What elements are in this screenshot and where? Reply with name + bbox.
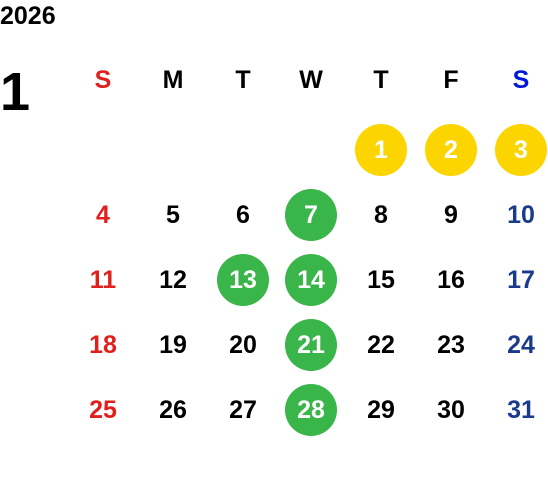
calendar-day-13[interactable]: 13: [217, 254, 269, 306]
calendar-day-17[interactable]: 17: [507, 266, 535, 294]
weekday-header-wed: W: [299, 66, 323, 94]
calendar-day-22[interactable]: 22: [367, 331, 395, 359]
calendar-day-16[interactable]: 16: [437, 266, 465, 294]
calendar-day-23[interactable]: 23: [437, 331, 465, 359]
calendar-day-3[interactable]: 3: [495, 124, 547, 176]
calendar-day-29[interactable]: 29: [367, 396, 395, 424]
calendar-day-15[interactable]: 15: [367, 266, 395, 294]
weekday-header-sat: S: [512, 66, 530, 94]
weekday-header-thu: T: [373, 66, 389, 94]
calendar-day-9[interactable]: 9: [444, 201, 458, 229]
calendar-day-11[interactable]: 11: [89, 266, 117, 294]
calendar-day-8[interactable]: 8: [374, 201, 388, 229]
calendar-day-19[interactable]: 19: [159, 331, 187, 359]
calendar-day-10[interactable]: 10: [507, 201, 535, 229]
calendar-day-26[interactable]: 26: [159, 396, 187, 424]
calendar-day-2[interactable]: 2: [425, 124, 477, 176]
calendar-day-25[interactable]: 25: [89, 396, 117, 424]
calendar-day-24[interactable]: 24: [507, 331, 535, 359]
calendar-day-20[interactable]: 20: [229, 331, 257, 359]
calendar-day-21[interactable]: 21: [285, 319, 337, 371]
weekday-header-tue: T: [235, 66, 251, 94]
calendar-day-1[interactable]: 1: [355, 124, 407, 176]
calendar-day-30[interactable]: 30: [437, 396, 465, 424]
calendar-year: 2026: [0, 2, 56, 30]
calendar-day-4[interactable]: 4: [96, 201, 110, 229]
weekday-header-fri: F: [443, 66, 459, 94]
calendar-day-14[interactable]: 14: [285, 254, 337, 306]
calendar-day-18[interactable]: 18: [89, 331, 117, 359]
calendar-day-6[interactable]: 6: [236, 201, 250, 229]
weekday-header-mon: M: [162, 66, 184, 94]
calendar-day-31[interactable]: 31: [507, 396, 535, 424]
calendar-month: 1: [0, 62, 31, 122]
calendar-day-12[interactable]: 12: [159, 266, 187, 294]
calendar-day-28[interactable]: 28: [285, 384, 337, 436]
calendar-day-7[interactable]: 7: [285, 189, 337, 241]
weekday-header-sun: S: [94, 66, 112, 94]
calendar-day-27[interactable]: 27: [229, 396, 257, 424]
calendar-day-5[interactable]: 5: [166, 201, 180, 229]
